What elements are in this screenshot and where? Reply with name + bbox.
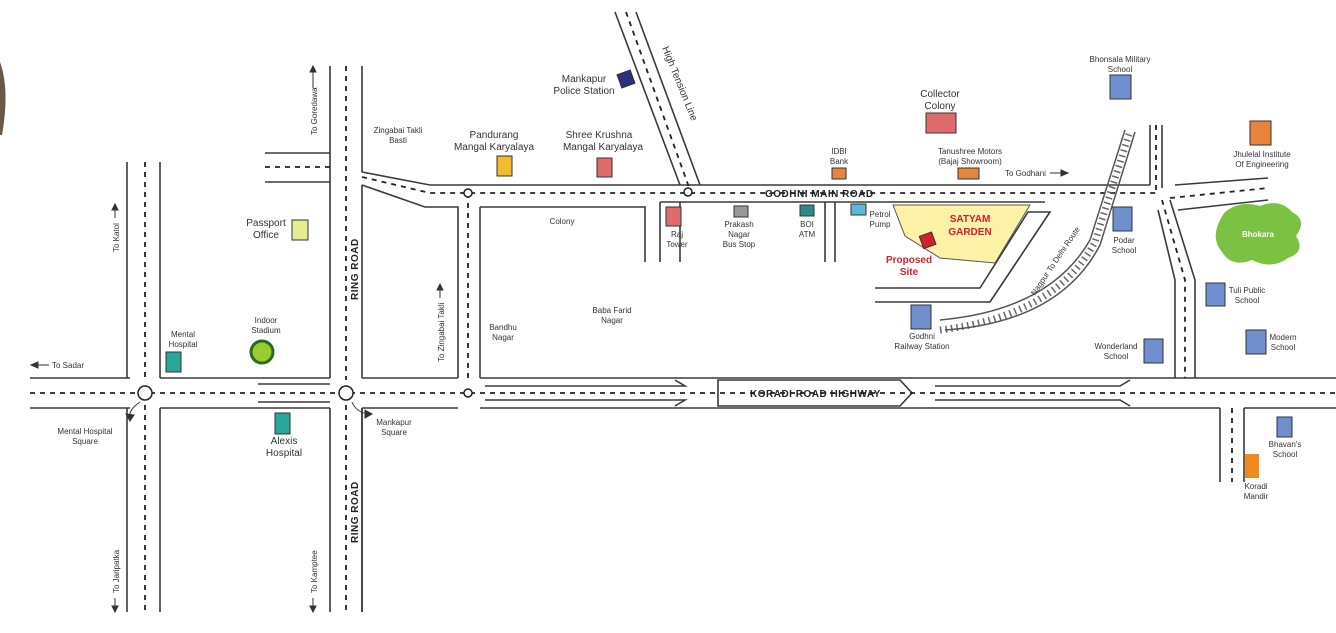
ring-road-label-top: RING ROAD — [350, 238, 361, 300]
junction-marker — [463, 188, 473, 198]
satyam-garden-area — [892, 204, 1031, 264]
raj-tower-icon — [665, 206, 682, 227]
mental-hospital-icon — [165, 351, 182, 373]
koradi-highway-label: KORADI ROAD HIGHWAY — [750, 389, 881, 400]
bus-stop-icon — [733, 205, 749, 218]
alexis-hospital-icon — [274, 412, 291, 435]
high-tension-line-label: High Tension Line — [659, 45, 699, 123]
idbi-bank-icon — [831, 167, 847, 180]
road-centerlines — [30, 11, 1336, 612]
junction-marker — [683, 187, 693, 197]
colony-label: Colony — [550, 217, 575, 226]
satyam-label: SATYAM — [950, 214, 991, 225]
mankapur-square-junction — [338, 385, 354, 401]
proposed-site-marker — [918, 231, 937, 250]
edge-graphic — [0, 62, 6, 135]
shree-krushna-karyalaya-icon — [596, 157, 613, 178]
bhokara-label: Bhokara — [1242, 230, 1275, 239]
to-sadar-label: To Sadar — [52, 361, 84, 370]
mankapur-police-station-icon — [616, 69, 636, 89]
wonderland-school-icon — [1143, 338, 1164, 364]
mental-hospital-square-junction — [137, 385, 153, 401]
godhni-station-icon — [910, 304, 932, 330]
petrol-pump-icon — [850, 203, 867, 216]
to-jaripatka-label: To Jaripatka — [112, 549, 121, 593]
direction-arrows — [29, 64, 1070, 614]
tanushree-label: Tanushree Motors(Bajaj Showroom) — [938, 147, 1002, 166]
modern-school-icon — [1245, 329, 1267, 355]
koradi-mandir-icon — [1245, 454, 1259, 478]
garden-label: GARDEN — [948, 227, 991, 238]
podar-school-icon — [1112, 206, 1133, 232]
bhavans-school-icon — [1276, 416, 1293, 438]
site-label: Site — [900, 267, 919, 278]
jhulelal-institute-icon — [1249, 120, 1272, 146]
nagpur-delhi-route-label: Nagpur To Delhi Route — [1029, 225, 1082, 297]
tanushree-motors-icon — [957, 167, 980, 180]
buildings — [165, 69, 1293, 478]
bhokara-park — [1215, 203, 1302, 265]
ring-road-label-bottom: RING ROAD — [350, 481, 361, 543]
pandurang-karyalaya-icon — [496, 155, 513, 177]
to-goredawa-label: To Goredawa — [310, 87, 319, 135]
boi-atm-icon — [799, 204, 815, 217]
indoor-stadium-icon — [249, 339, 275, 365]
tuli-school-icon — [1205, 282, 1226, 307]
to-zingabai-label: To Zingabai Takli — [437, 302, 446, 362]
bhonsala-school-icon — [1109, 74, 1132, 100]
to-kamptee-label: To Kamptee — [310, 550, 319, 593]
godhni-main-road-label: GODHNI MAIN ROAD — [765, 189, 874, 200]
to-katol-label: To Katol — [112, 223, 121, 252]
proposed-label: Proposed — [886, 255, 932, 266]
railway-track — [939, 129, 1136, 334]
passport-office-icon — [291, 219, 309, 241]
junction-marker — [463, 388, 473, 398]
to-godhani-label: To Godhani — [1005, 169, 1046, 178]
collector-colony-icon — [925, 112, 957, 134]
road-edges — [30, 11, 1336, 612]
junctions — [137, 187, 693, 401]
